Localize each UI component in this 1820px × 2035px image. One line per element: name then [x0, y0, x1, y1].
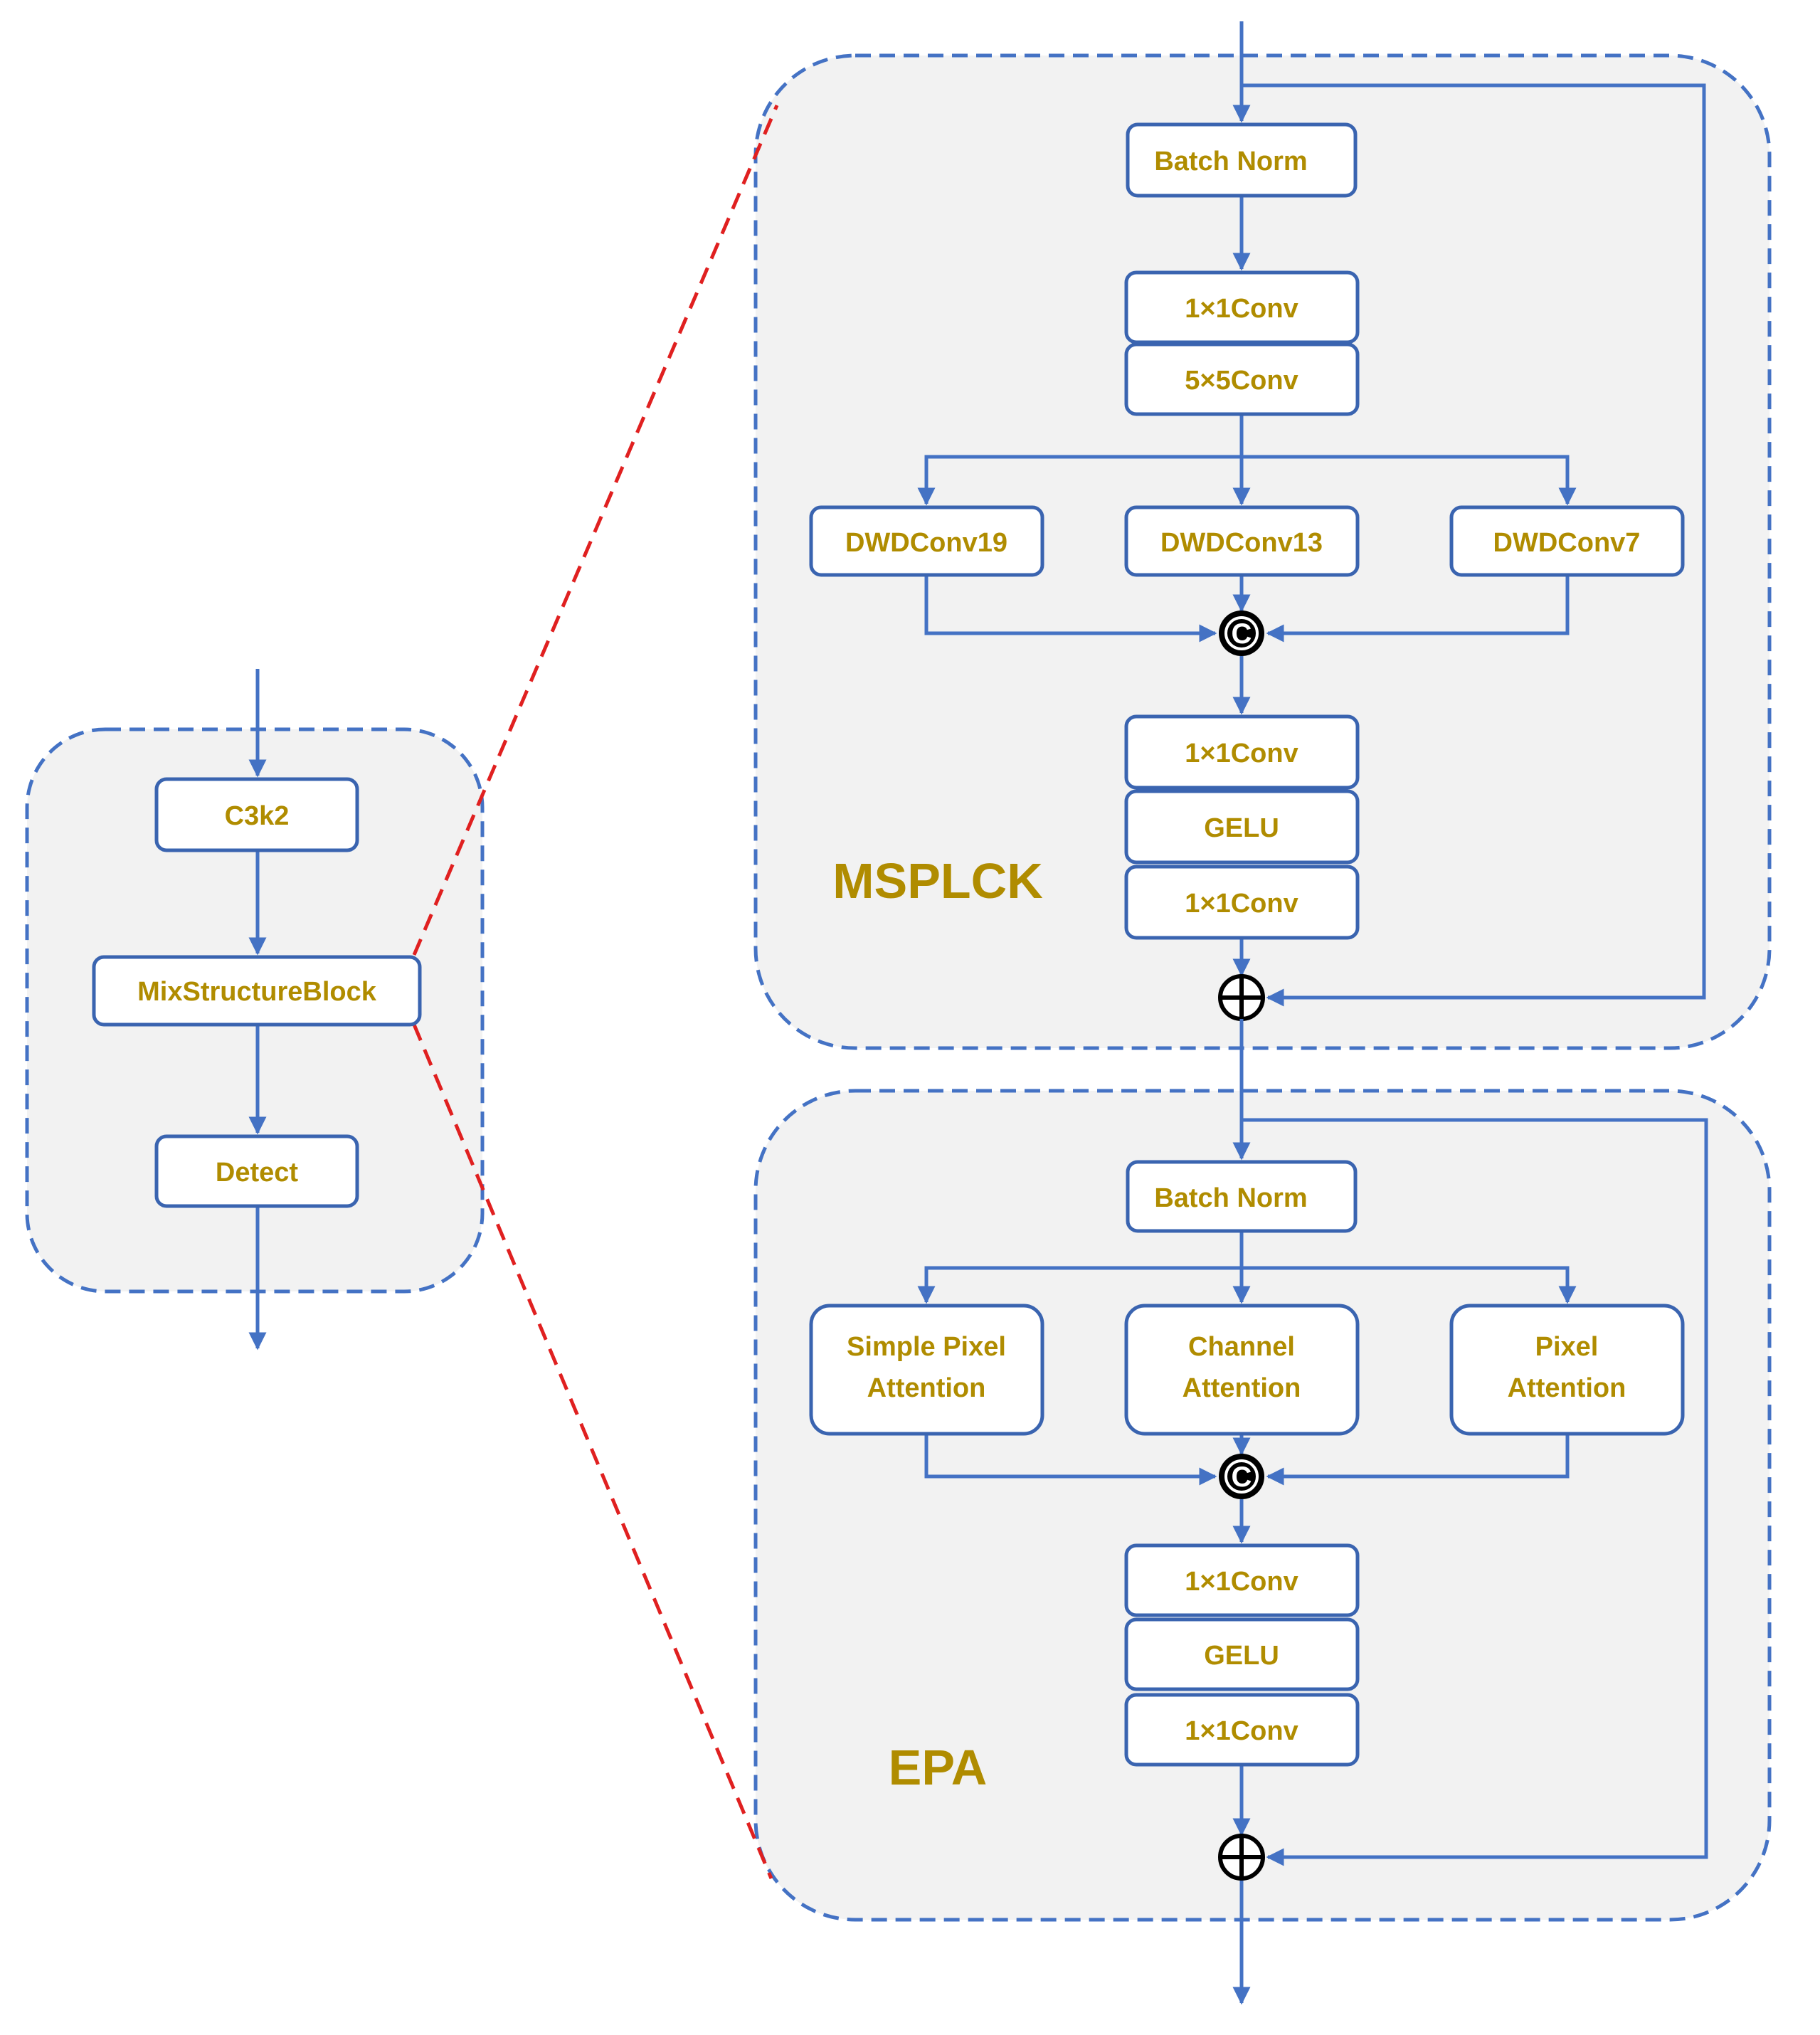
- edge-epa-right-concat: [1266, 1434, 1570, 1486]
- msplck-concat-op: C: [1219, 610, 1264, 656]
- msplck-conv1x1-label: 1×1Conv: [1185, 294, 1298, 324]
- node-mixstructureblock: MixStructureBlock: [92, 955, 422, 1027]
- node-c3k2: C3k2: [154, 777, 359, 852]
- msplck-conv5x5-label: 5×5Conv: [1185, 366, 1298, 396]
- edge-epa-left-concat: [924, 1434, 1217, 1486]
- edge-epa-residual: [1242, 1118, 1708, 1866]
- zoom-line-bottom: [412, 1024, 773, 1879]
- epa-pixel-attention: Pixel Attention: [1449, 1304, 1685, 1436]
- msplck-dwdconv19: DWDConv19: [809, 505, 1044, 577]
- epa-simple-pixel-attention: Simple Pixel Attention: [809, 1304, 1044, 1436]
- epa-concat-op: C: [1219, 1454, 1264, 1499]
- msplck-concat-symbol: C: [1232, 618, 1252, 650]
- msplck-label: MSPLCK: [832, 853, 1043, 909]
- msplck-batch-norm-label: Batch Norm: [1154, 147, 1307, 176]
- epa-simple-pixel-attention-line2: Attention: [867, 1373, 986, 1403]
- msplck-dwdconv19-label: DWDConv19: [845, 528, 1007, 558]
- node-detect: Detect: [154, 1134, 359, 1208]
- epa-pixel-attention-line2: Attention: [1508, 1373, 1626, 1403]
- msplck-batch-norm: Batch Norm: [1126, 122, 1358, 198]
- msplck-conv1x1: 1×1Conv: [1124, 270, 1360, 344]
- msplck-post-conv1x1-b: 1×1Conv: [1124, 865, 1360, 940]
- epa-channel-attention-line2: Attention: [1183, 1373, 1301, 1403]
- epa-label: EPA: [889, 1740, 988, 1795]
- epa-post-conv1x1-b-label: 1×1Conv: [1185, 1716, 1298, 1746]
- epa-post-conv1x1-a-label: 1×1Conv: [1185, 1567, 1298, 1597]
- epa-post-conv1x1-a: 1×1Conv: [1124, 1543, 1360, 1617]
- msplck-dwdconv7: DWDConv7: [1449, 505, 1685, 577]
- msplck-dwdconv13: DWDConv13: [1124, 505, 1360, 577]
- epa-gelu-label: GELU: [1204, 1641, 1279, 1671]
- epa-gelu: GELU: [1124, 1617, 1360, 1691]
- msplck-post-conv1x1-a: 1×1Conv: [1124, 714, 1360, 790]
- epa-channel-attention: Channel Attention: [1124, 1304, 1360, 1436]
- msplck-dwdconv7-label: DWDConv7: [1493, 528, 1641, 558]
- edge-msplck-right-concat: [1266, 575, 1570, 643]
- epa-channel-attention-line1: Channel: [1188, 1332, 1295, 1362]
- epa-concat-symbol: C: [1232, 1462, 1252, 1493]
- epa-batch-norm: Batch Norm: [1126, 1160, 1358, 1233]
- zoom-line-top: [412, 105, 779, 956]
- node-c3k2-label: C3k2: [225, 801, 290, 831]
- edge-msplck-left-concat: [924, 575, 1217, 643]
- msplck-post-conv1x1-a-label: 1×1Conv: [1185, 739, 1298, 768]
- edge-msplck-split-right: [1242, 455, 1577, 506]
- epa-add-op: [1218, 1834, 1265, 1881]
- msplck-add-op: [1218, 974, 1265, 1021]
- node-mixstructureblock-label: MixStructureBlock: [137, 977, 377, 1007]
- epa-post-conv1x1-b: 1×1Conv: [1124, 1693, 1360, 1767]
- node-detect-label: Detect: [216, 1158, 298, 1188]
- epa-simple-pixel-attention-line1: Simple Pixel: [847, 1332, 1006, 1362]
- edge-epa-split-right: [1242, 1266, 1577, 1304]
- msplck-gelu: GELU: [1124, 789, 1360, 865]
- epa-pixel-attention-line1: Pixel: [1535, 1332, 1599, 1362]
- msplck-conv5x5: 5×5Conv: [1124, 342, 1360, 416]
- epa-batch-norm-label: Batch Norm: [1154, 1183, 1307, 1213]
- msplck-post-conv1x1-b-label: 1×1Conv: [1185, 889, 1298, 919]
- msplck-gelu-label: GELU: [1204, 813, 1279, 843]
- epa-group-box: [753, 1089, 1772, 1922]
- msplck-dwdconv13-label: DWDConv13: [1160, 528, 1323, 558]
- edge-msplck-residual: [1242, 83, 1706, 1007]
